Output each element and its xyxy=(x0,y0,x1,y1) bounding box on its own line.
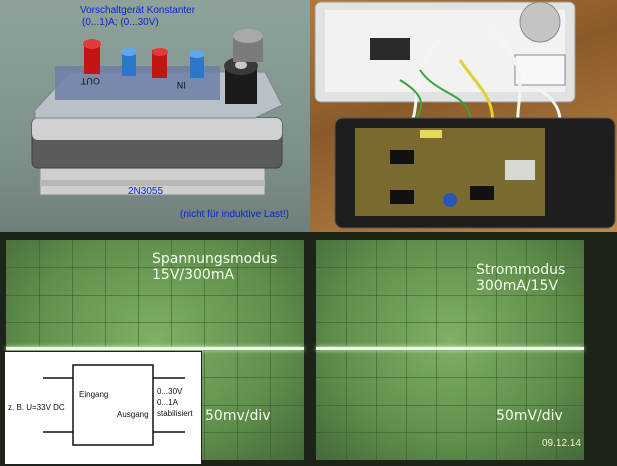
transistor-label: 2N3055 xyxy=(128,186,164,197)
input-label: Eingang xyxy=(79,390,109,399)
svg-text:IN: IN xyxy=(177,79,186,89)
device-title: Vorschaltgerät Konstanter xyxy=(80,5,196,16)
internals-photo xyxy=(314,1,616,229)
output-current-range: 0...1A xyxy=(157,398,178,407)
blue-socket-out xyxy=(121,48,137,76)
block-diagram: Eingang Ausgang z. B. U=33V DC 0...30V 0… xyxy=(4,351,202,465)
warning-label: (nicht für induktive Last!) xyxy=(180,209,289,220)
output-label: Ausgang xyxy=(117,410,149,419)
input-example: z. B. U=33V DC xyxy=(8,403,65,412)
scope-trace-voltage xyxy=(6,347,304,350)
blue-socket-in xyxy=(189,50,205,78)
gray-knob xyxy=(233,29,263,62)
black-knob xyxy=(224,57,258,104)
mode-label-current: Strommodus xyxy=(476,262,566,278)
internals-photo-panel xyxy=(310,0,617,232)
mode-label-voltage: Spannungsmodus xyxy=(152,251,278,267)
output-voltage-range: 0...30V xyxy=(157,387,183,396)
red-socket-out xyxy=(83,39,101,74)
device-photo: OUT IN xyxy=(31,29,283,196)
red-socket-in xyxy=(152,48,168,78)
scale-label-current: 50mV/div xyxy=(496,408,563,424)
device-range: (0...1)A; (0...30V) xyxy=(82,17,159,28)
mode-values-voltage: 15V/300mA xyxy=(152,267,235,283)
scope-current-panel: Strommodus 300mA/15V 50mV/div 09.12.14 xyxy=(310,232,617,466)
mode-values-current: 300mA/15V xyxy=(476,278,559,294)
device-photo-panel: OUT IN Vorschaltgerät Konstanter (0...1)… xyxy=(0,0,310,232)
block-diagram-lines xyxy=(43,364,185,446)
date-stamp: 09.12.14 xyxy=(542,438,581,449)
scope-trace-current xyxy=(316,347,584,350)
scale-label-voltage: 50mv/div xyxy=(205,408,271,424)
svg-text:OUT: OUT xyxy=(80,75,100,85)
output-stabilized: stabilisiert xyxy=(157,409,193,418)
scope-screen-current xyxy=(316,240,584,460)
